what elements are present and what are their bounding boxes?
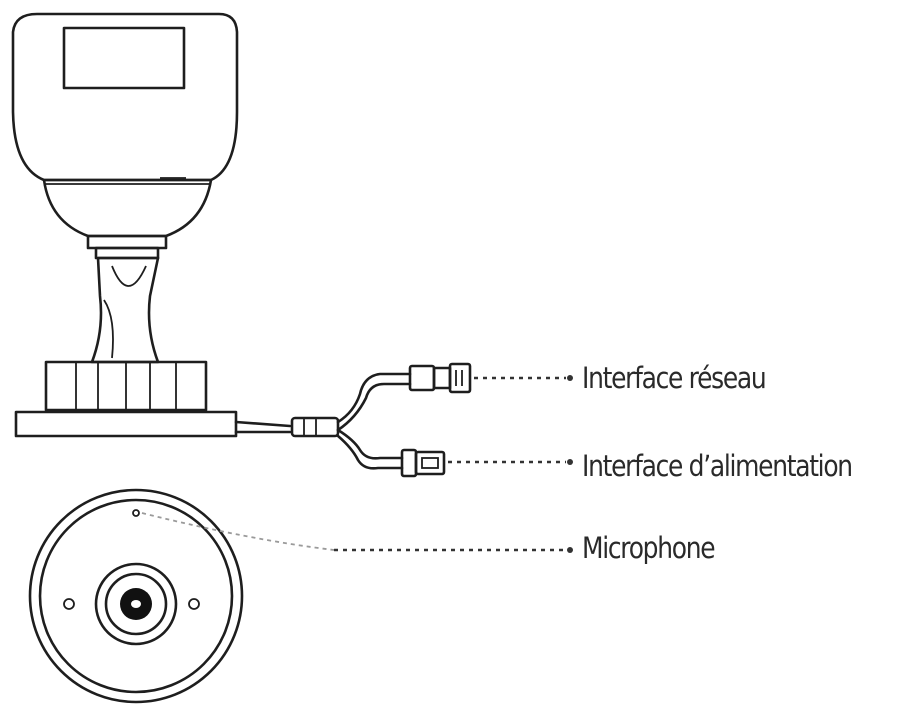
microphone-hole bbox=[132, 509, 140, 517]
camera-housing bbox=[11, 12, 239, 182]
camera-side-view bbox=[11, 12, 239, 438]
callout-microphone: Microphone bbox=[582, 531, 716, 565]
mount-arm bbox=[90, 256, 160, 364]
camera-lens-window bbox=[62, 26, 186, 90]
cable-assembly bbox=[234, 372, 412, 470]
camera-collar bbox=[86, 234, 168, 250]
mount-base-plate bbox=[14, 410, 238, 438]
power-connector bbox=[400, 448, 446, 478]
leader-lines bbox=[141, 375, 573, 553]
callout-network-interface: Interface réseau bbox=[582, 361, 767, 395]
camera-body bbox=[42, 178, 213, 238]
network-connector bbox=[408, 362, 472, 394]
cable-junction bbox=[290, 416, 340, 438]
camera-front-view bbox=[28, 488, 244, 704]
leader-microphone-curve bbox=[141, 512, 335, 551]
callout-power-interface: Interface d’alimentation bbox=[582, 449, 853, 483]
